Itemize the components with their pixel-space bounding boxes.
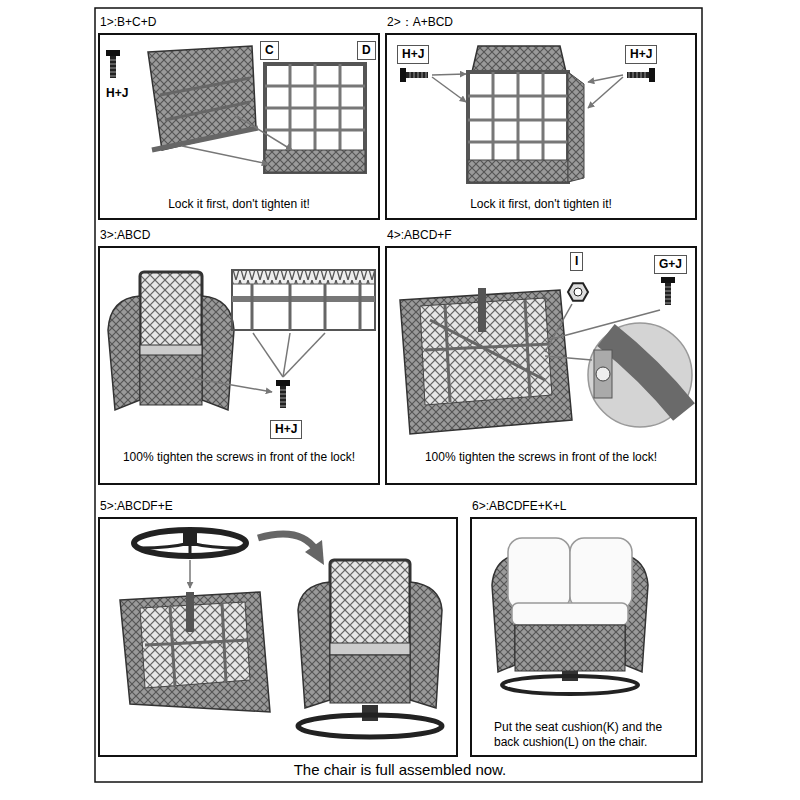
caption: The chair is full assembled now.	[100, 761, 700, 778]
outer-frame	[95, 8, 702, 782]
step-heading: 6>:ABCDFE+K+L	[472, 499, 566, 513]
step-heading: 2>：A+BCD	[387, 15, 453, 29]
step-heading: 3>:ABCD	[100, 228, 150, 242]
part-letter: C	[265, 43, 274, 58]
part-tag: H+J	[625, 45, 657, 64]
part-tag: H+J	[270, 420, 302, 439]
step-note: 100% tighten the screws in front of the …	[391, 450, 691, 465]
part-label: H+J	[106, 86, 128, 100]
step-panel: 2>：A+BCDLock it first, don't tighten it!…	[385, 33, 697, 220]
step-heading: 5>:ABCDF+E	[100, 499, 173, 513]
part-letter: D	[362, 43, 371, 58]
part-letter: G+J	[659, 257, 682, 272]
step-note: 100% tighten the screws in front of the …	[102, 450, 376, 465]
step-panel: 5>:ABCDF+E	[98, 517, 458, 757]
part-letter: H+J	[402, 47, 424, 62]
step-panel: 4>:ABCD+F100% tighten the screws in fron…	[385, 246, 697, 485]
step3-art	[108, 270, 375, 410]
part-tag: H+J	[397, 45, 429, 64]
step-heading: 4>:ABCD+F	[387, 228, 452, 242]
part-tag: D	[357, 41, 376, 60]
step-panel: 6>:ABCDFE+K+LPut the seat cushion(K) and…	[470, 517, 697, 757]
part-tag: I	[570, 252, 583, 271]
part-tag: C	[260, 41, 279, 60]
step-note: Lock it first, don't tighten it!	[104, 197, 374, 212]
part-letter: H+J	[275, 422, 297, 437]
step2-art	[400, 46, 655, 182]
step-note: Lock it first, don't tighten it!	[391, 197, 691, 212]
step5-art	[120, 528, 442, 737]
step6-art	[492, 538, 648, 694]
part-tag: G+J	[654, 255, 687, 274]
step1-art	[106, 46, 365, 172]
step-note: Put the seat cushion(K) and the back cus…	[494, 720, 687, 750]
part-letter: H+J	[630, 47, 652, 62]
part-letter: I	[575, 254, 578, 269]
step-heading: 1>:B+C+D	[100, 15, 156, 29]
step4-art	[400, 277, 692, 434]
step-panel: 1>:B+C+DLock it first, don't tighten it!…	[98, 33, 380, 220]
step-panel: 3>:ABCD100% tighten the screws in front …	[98, 246, 380, 485]
